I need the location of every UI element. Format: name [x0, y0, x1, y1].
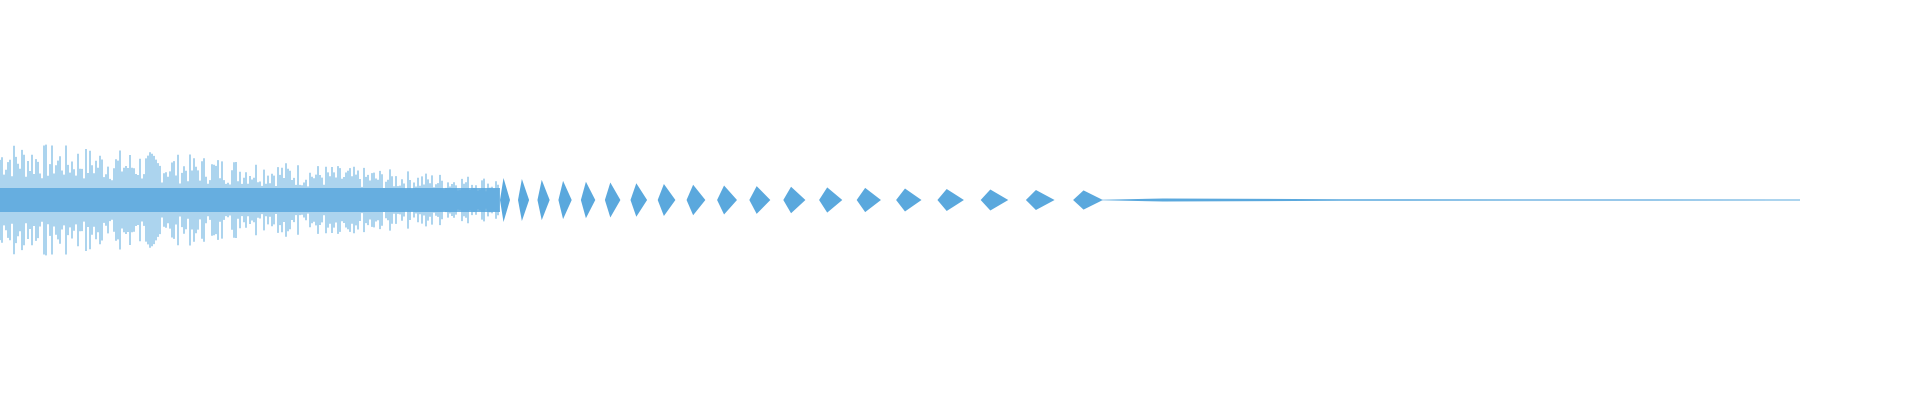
waveform-burst	[819, 187, 843, 213]
waveform-burst	[657, 184, 676, 216]
waveform-burst	[896, 188, 922, 212]
waveform-burst	[1073, 190, 1103, 210]
waveform-burst	[856, 187, 881, 213]
waveform-burst	[604, 182, 621, 218]
waveform-burst	[980, 189, 1009, 211]
waveform-burst	[717, 185, 737, 215]
waveform-burst	[686, 184, 706, 216]
waveform-burst	[558, 180, 572, 220]
waveform-core-band	[0, 188, 500, 212]
waveform-burst	[1025, 189, 1055, 211]
waveform-burst	[630, 183, 648, 217]
waveform-burst	[937, 188, 964, 212]
waveform-burst	[500, 178, 510, 222]
waveform-burst	[749, 186, 771, 214]
waveform-tail	[1090, 198, 1800, 202]
waveform-burst	[580, 181, 596, 219]
waveform-burst	[537, 179, 550, 221]
waveform-burst	[783, 186, 806, 214]
waveform-burst	[518, 178, 530, 222]
